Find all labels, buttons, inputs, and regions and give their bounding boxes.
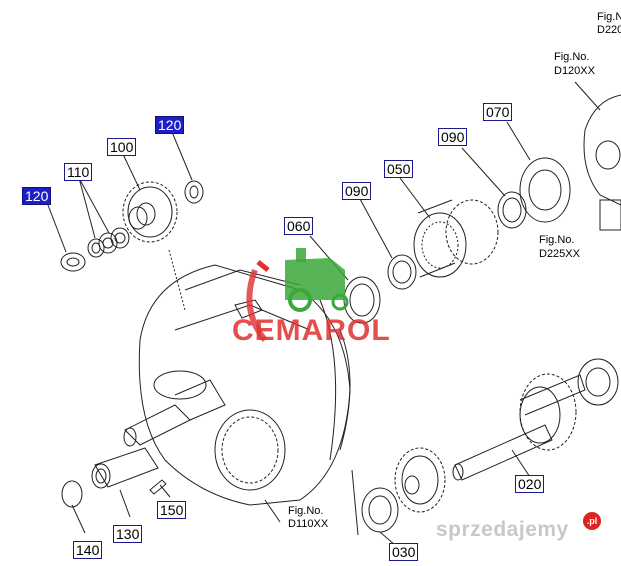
needle-bearings-110 (87, 227, 130, 258)
callout-100[interactable]: 100 (107, 138, 137, 156)
sleeve-130 (91, 447, 159, 518)
callout-110[interactable]: 110 (64, 163, 93, 181)
callout-090-right[interactable]: 090 (438, 128, 468, 146)
fig-ref-d120-line1: Fig.No. (554, 51, 590, 63)
washer-090-left (359, 198, 417, 290)
bearing-right (577, 358, 619, 406)
cemarol-logo-text: CEMAROL (232, 314, 391, 347)
fig-ref-d220-line2: D220 (597, 24, 621, 36)
callout-090-left[interactable]: 090 (342, 182, 372, 200)
shaft-020 (452, 373, 586, 481)
sprzedajemy-watermark: sprzedajemy (436, 518, 569, 541)
gear-lower (394, 447, 446, 513)
o-ring-140 (61, 480, 86, 534)
fig-ref-d110-line1: Fig.No. (288, 505, 324, 517)
callout-020[interactable]: 020 (515, 475, 545, 493)
gear-050 (399, 177, 499, 278)
callout-150[interactable]: 150 (157, 501, 187, 519)
washer-120-right (184, 180, 204, 204)
callout-140[interactable]: 140 (73, 541, 103, 559)
input-shaft (123, 379, 226, 447)
bearing-030 (361, 487, 399, 546)
fig-ref-d110-line2: D110XX (288, 518, 329, 530)
sprzedajemy-badge: .pl (583, 512, 601, 530)
callout-120-right[interactable]: 120 (155, 116, 185, 134)
callout-070[interactable]: 070 (483, 103, 513, 121)
washer-120-left (60, 252, 86, 272)
fig-ref-d225-line1: Fig.No. (539, 234, 575, 246)
callout-060[interactable]: 060 (284, 217, 314, 235)
gearbox-housing (138, 264, 351, 506)
bearing-070 (506, 121, 571, 223)
pin-150 (149, 479, 171, 498)
fig-ref-d225-line2: D225XX (539, 248, 580, 260)
callout-050[interactable]: 050 (384, 160, 414, 178)
gear-100 (122, 181, 178, 243)
fig-ref-d220-line1: Fig.N (597, 11, 621, 23)
callout-120-left[interactable]: 120 (22, 187, 52, 205)
cemarol-logo-tractor-icon (246, 248, 349, 342)
housing-cover-right (574, 81, 621, 231)
callout-030[interactable]: 030 (389, 543, 419, 561)
fig-ref-d120-line2: D120XX (554, 65, 595, 77)
callout-130[interactable]: 130 (113, 525, 143, 543)
